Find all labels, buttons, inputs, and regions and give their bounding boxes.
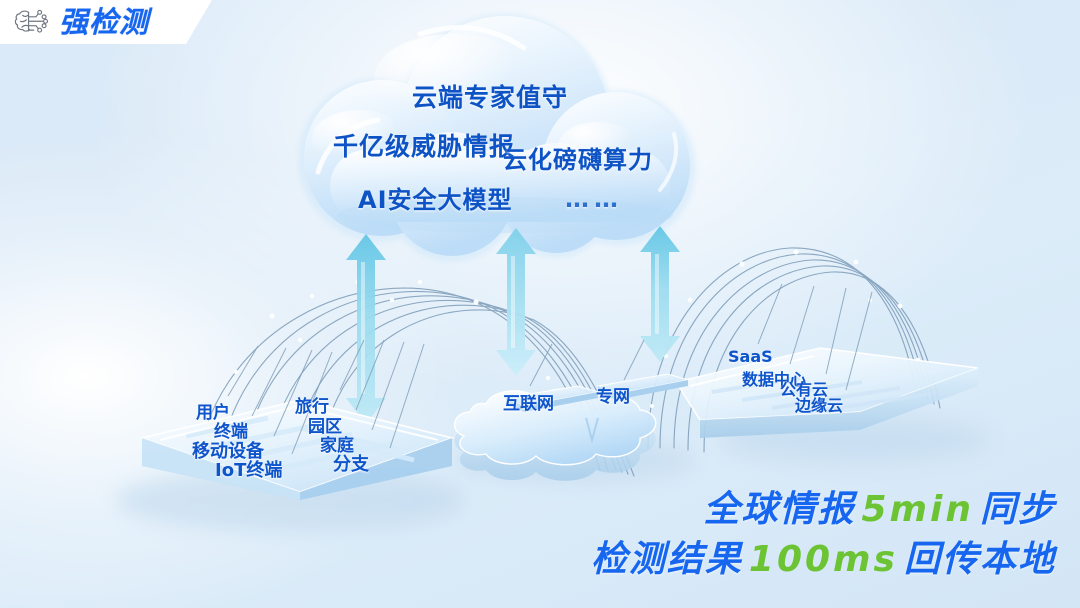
platform-cloud-infrastructure bbox=[674, 347, 980, 438]
endpoint-label-campus: 园区 bbox=[308, 417, 342, 437]
label-leader-lines bbox=[227, 283, 873, 455]
platform-network bbox=[453, 373, 689, 481]
network-label-private-network: 专网 bbox=[596, 387, 630, 407]
cloud-capability-3: AI安全大模型 bbox=[358, 186, 513, 214]
endpoint-label-terminal: 终端 bbox=[214, 422, 248, 442]
cloud-label-datacenter: 数据中心 bbox=[742, 370, 807, 389]
bidirectional-arrow-middle bbox=[496, 228, 536, 376]
brand-banner: 强检测 bbox=[0, 0, 212, 44]
headline-2-prefix: 检测结果 bbox=[590, 539, 743, 580]
cloud-label-public-cloud: 公有云 bbox=[780, 380, 829, 399]
endpoint-label-travel: 旅行 bbox=[295, 397, 329, 417]
bidirectional-arrow-left bbox=[346, 234, 386, 424]
endpoint-label-iot-terminal: IoT终端 bbox=[215, 460, 283, 481]
cloud-label-edge-cloud: 边缘云 bbox=[795, 396, 844, 415]
network-label-internet: 互联网 bbox=[503, 394, 554, 414]
endpoint-label-home: 家庭 bbox=[320, 436, 354, 456]
endpoint-label-branch: 分支 bbox=[333, 454, 369, 475]
brand-name: 强检测 bbox=[59, 4, 150, 39]
headline-1-suffix: 同步 bbox=[979, 489, 1056, 530]
bidirectional-arrow-right bbox=[640, 226, 680, 362]
endpoint-label-user: 用户 bbox=[196, 403, 230, 423]
endpoint-label-mobile-device: 移动设备 bbox=[192, 441, 264, 462]
cloud-capability-more: …… bbox=[565, 185, 623, 213]
cloud-capability-1: 千亿级威胁情报 bbox=[333, 132, 516, 161]
cloud-capability-0: 云端专家值守 bbox=[412, 83, 569, 112]
cloud-shape bbox=[298, 14, 696, 262]
network-chip-internet bbox=[504, 385, 599, 412]
headline-2-metric: 100ms bbox=[748, 539, 898, 580]
headline-1-prefix: 全球情报 bbox=[703, 489, 856, 530]
headline-1-metric: 5min bbox=[861, 489, 974, 530]
brain-circuit-icon bbox=[14, 9, 49, 33]
network-chip-private bbox=[596, 373, 689, 400]
cloud-capability-2: 云化磅礴算力 bbox=[503, 146, 653, 174]
headline-2-suffix: 回传本地 bbox=[903, 539, 1056, 580]
cloud-label-saas: SaaS bbox=[728, 347, 773, 366]
platform-endpoints bbox=[139, 399, 455, 500]
